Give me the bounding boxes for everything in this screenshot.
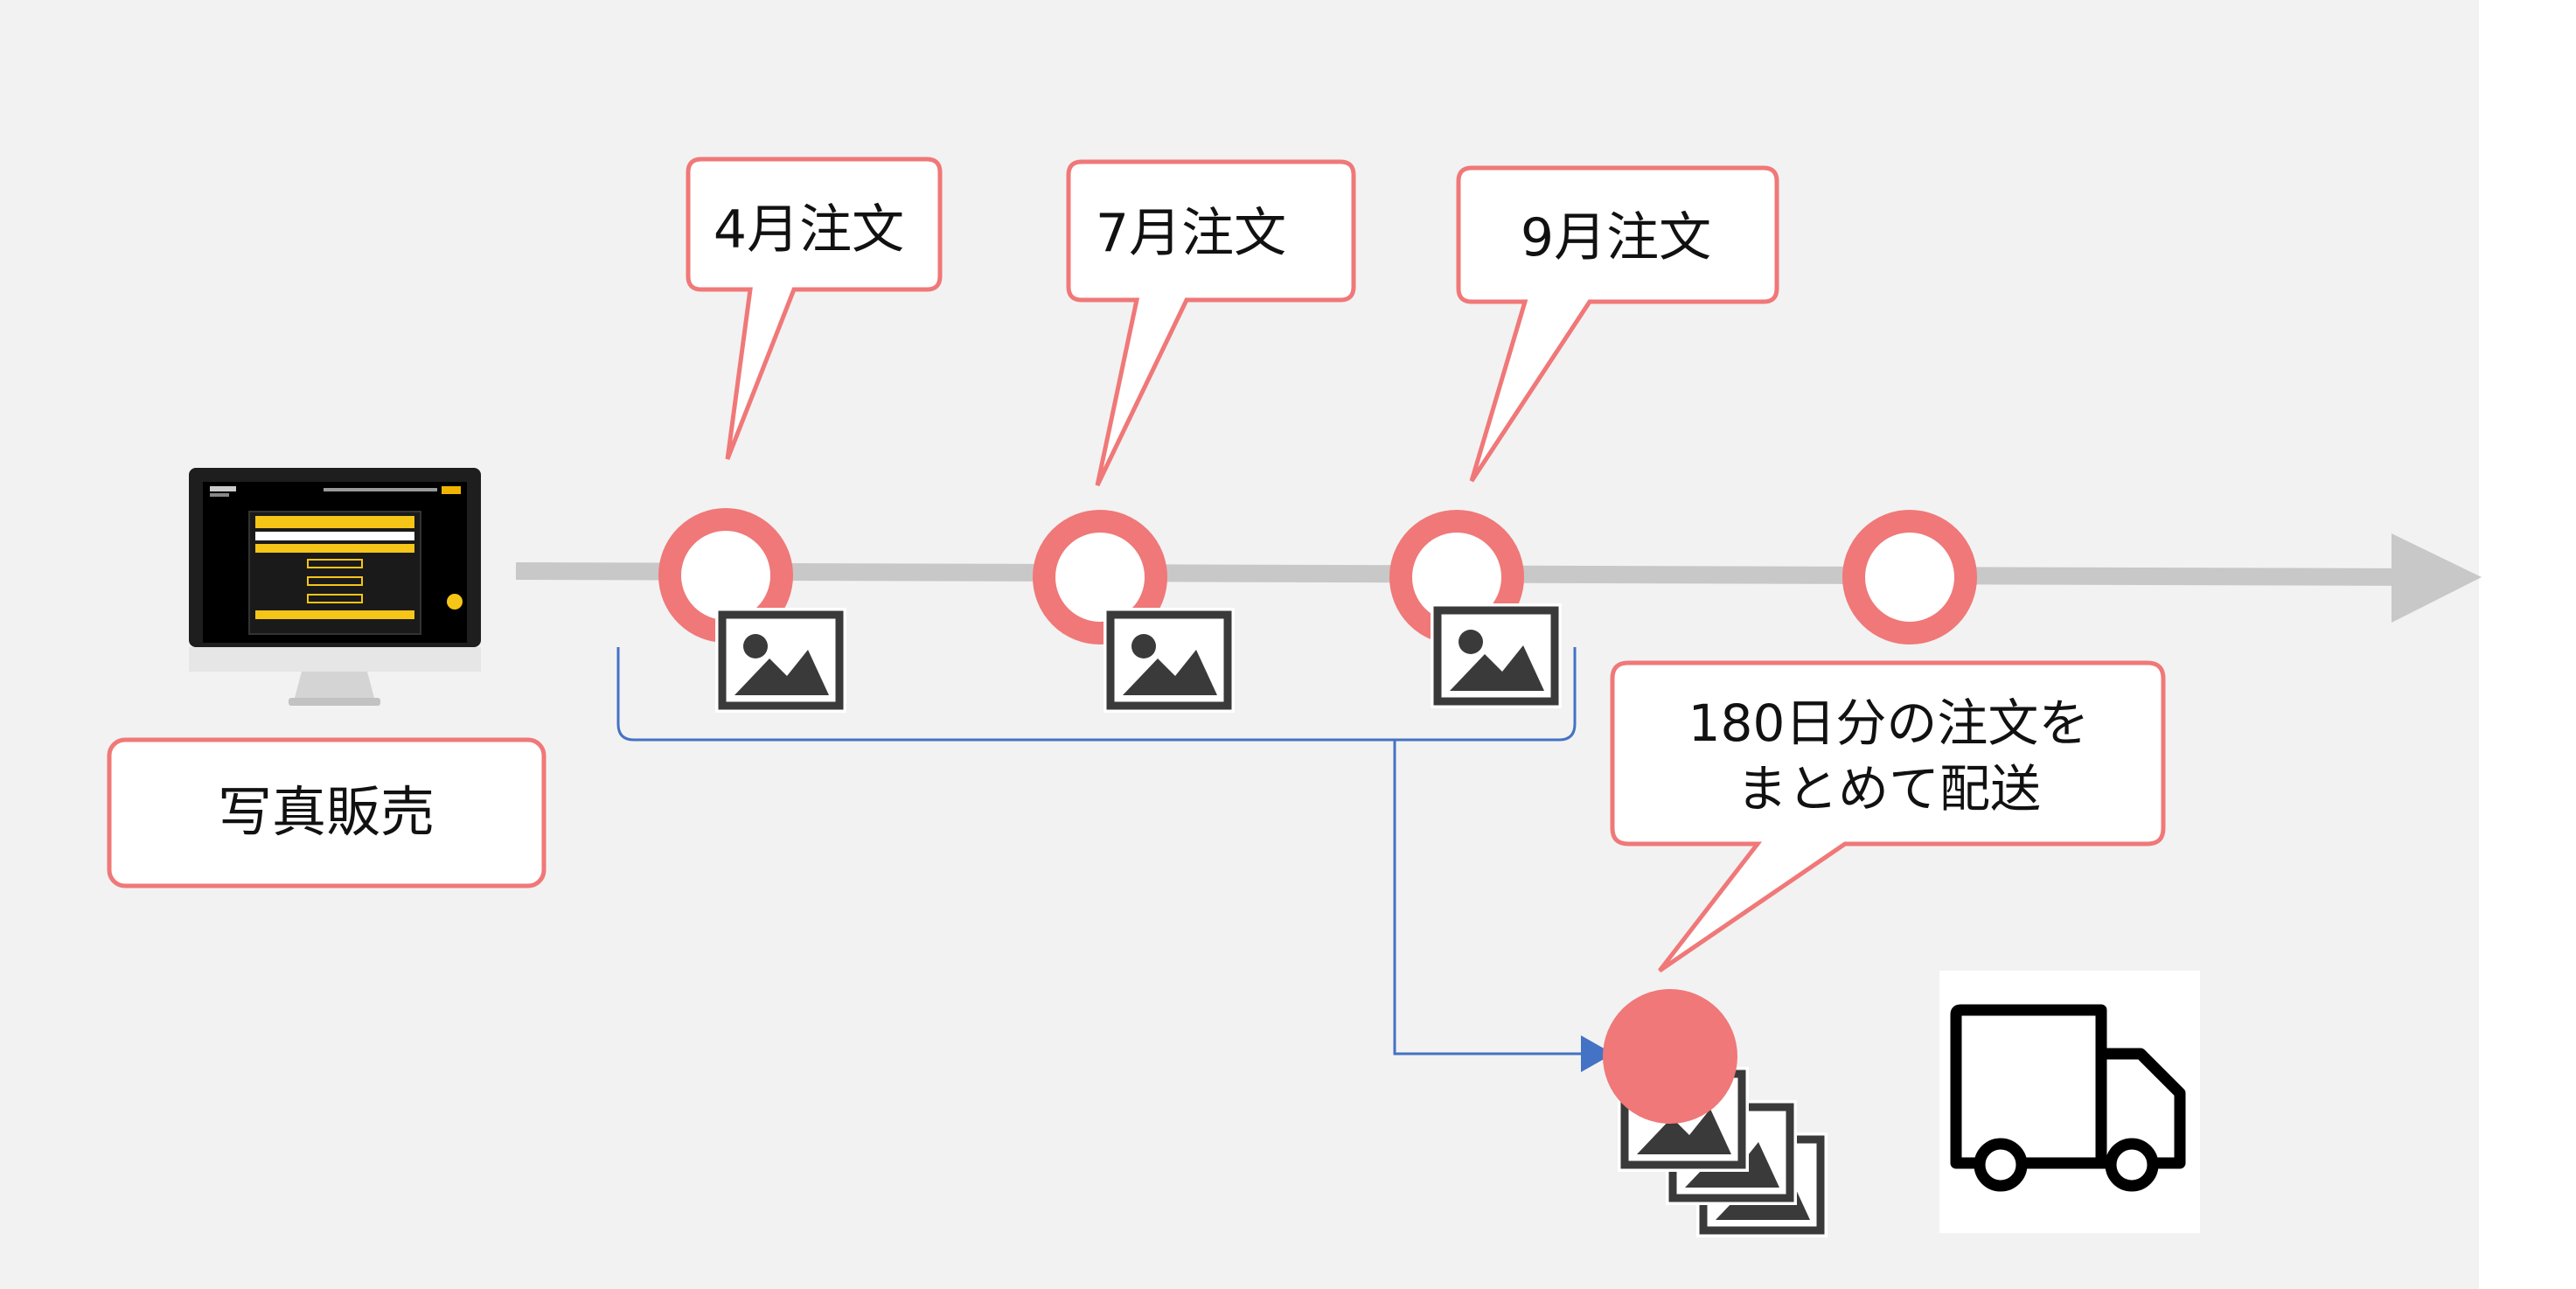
delivery-line-1: 180日分の注文を [1688, 693, 2090, 753]
order-label-2: 7月注文 [1096, 203, 1286, 264]
truck-icon [1939, 971, 2200, 1233]
order-callout-1: 4月注文 [686, 157, 943, 460]
image-icon [1104, 608, 1235, 713]
source-label-box: 写真販売 [107, 737, 547, 888]
order-callout-3: 9月注文 [1456, 165, 1779, 483]
bracket-arrowhead [1581, 1035, 1613, 1072]
timeline-node-2 [1033, 510, 1167, 644]
image-icon [1431, 603, 1562, 708]
image-icon [715, 608, 846, 713]
order-label-1: 4月注文 [714, 199, 904, 261]
delivery-callout: 180日分の注文を まとめて配送 [1610, 660, 2166, 973]
delivery-line-2: まとめて配送 [1737, 759, 2041, 819]
monitor-icon [189, 468, 481, 706]
timeline-node-4 [1842, 510, 1977, 644]
order-label-3: 9月注文 [1521, 207, 1711, 268]
order-callout-2: 7月注文 [1066, 159, 1356, 487]
delivery-node [1603, 989, 1737, 1124]
grouping-bracket [616, 647, 1613, 1072]
source-label: 写真販売 [218, 780, 435, 844]
timeline-arrowhead [2392, 533, 2482, 623]
